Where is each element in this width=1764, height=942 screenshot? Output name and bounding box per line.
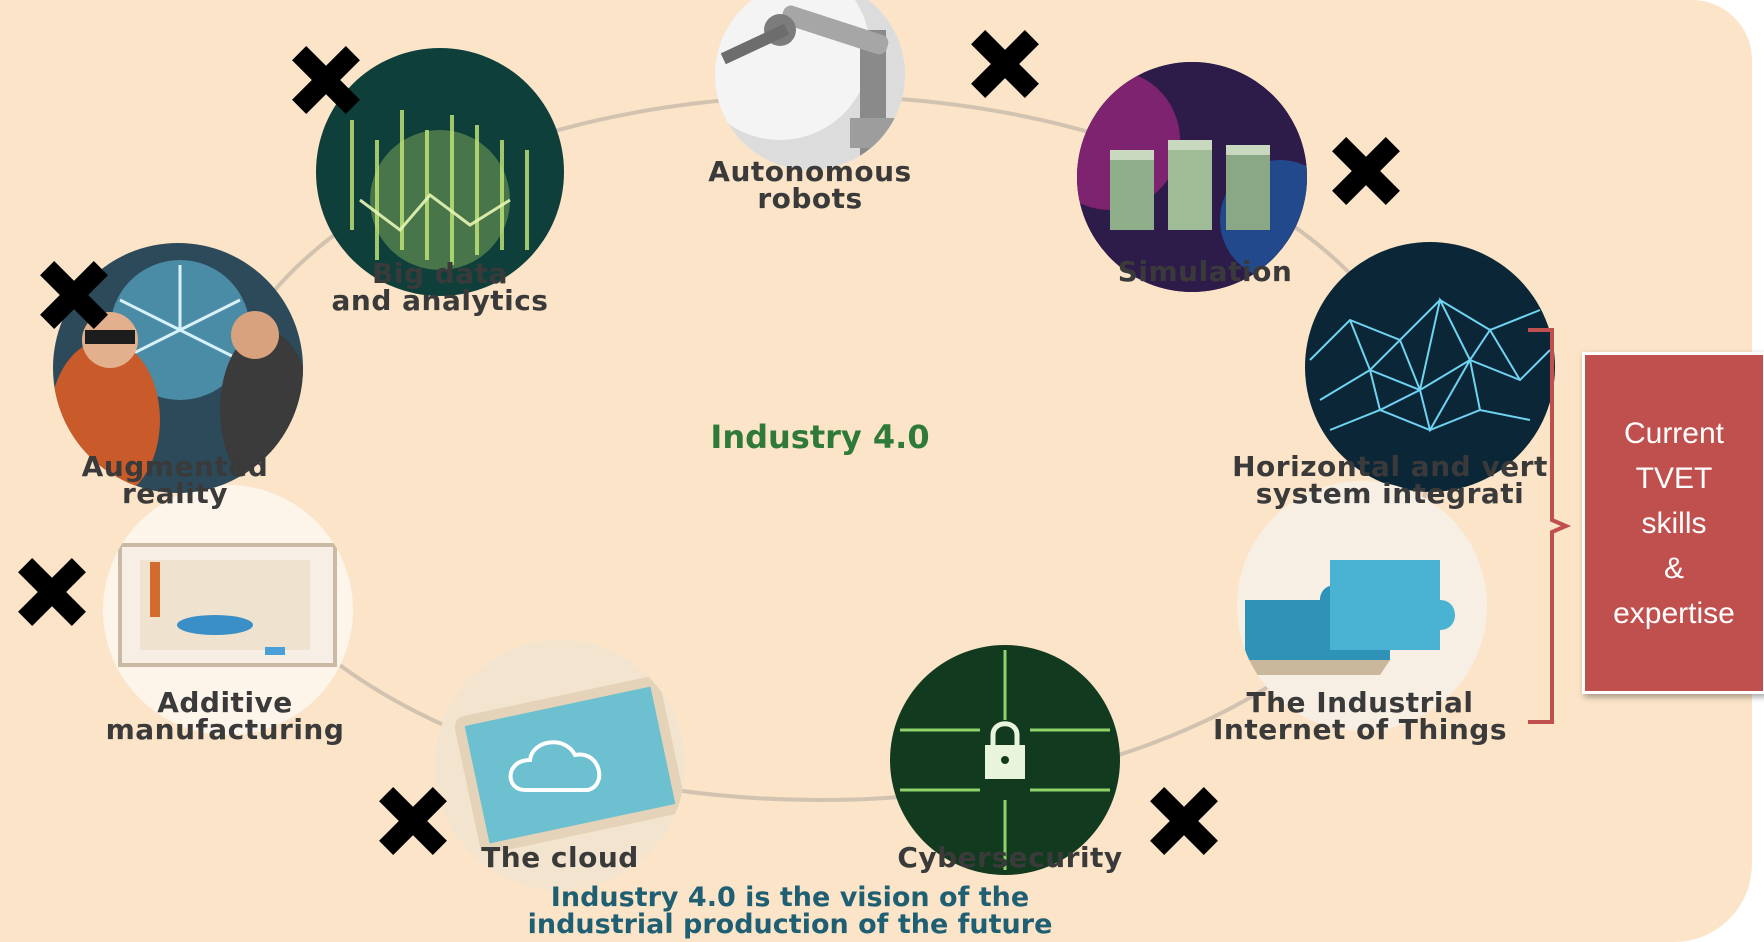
cross-marks xyxy=(18,30,1400,855)
cross-mark-icon xyxy=(1150,787,1218,855)
cybersecurity-node xyxy=(890,645,1120,875)
the-cloud-label: The cloud xyxy=(481,841,639,874)
additive-manufacturing-node xyxy=(103,485,353,735)
cross-mark-icon xyxy=(292,46,360,114)
autonomous-robots-label: Autonomous robots xyxy=(708,155,912,215)
server-racks-icon xyxy=(1077,62,1307,292)
puzzle-icon xyxy=(1240,560,1455,675)
footer-caption: Industry 4.0 is the vision of the indust… xyxy=(527,882,1053,940)
network-mesh-icon xyxy=(1309,297,1551,433)
center-title: Industry 4.0 xyxy=(710,418,930,456)
additive-manufacturing-label: Additive manufacturing xyxy=(105,686,345,746)
padlock-circuit-icon xyxy=(900,650,1110,870)
big-data-node xyxy=(316,48,564,296)
cross-mark-icon xyxy=(1332,137,1400,205)
3d-printer-icon xyxy=(118,543,337,667)
robot-arm-icon xyxy=(715,0,905,170)
tvet-callout-text: Current TVET skills & expertise xyxy=(1613,416,1735,630)
cross-mark-icon xyxy=(379,787,447,855)
autonomous-robots-node xyxy=(715,0,905,170)
cross-mark-icon xyxy=(971,30,1039,98)
big-data-label: Big data and analytics xyxy=(331,257,549,317)
cybersecurity-label: Cybersecurity xyxy=(897,841,1123,874)
industrial-iot-label: The Industrial Internet of Things xyxy=(1212,686,1508,746)
augmented-reality-label: Augmented reality xyxy=(81,450,269,510)
data-stream-icon xyxy=(350,110,529,270)
cross-mark-icon xyxy=(18,558,86,626)
the-cloud-node xyxy=(435,640,685,890)
tvet-bracket xyxy=(1528,328,1572,724)
cloud-icon xyxy=(454,676,685,854)
simulation-label: Simulation xyxy=(1117,255,1293,288)
system-integration-node xyxy=(1305,242,1555,492)
industrial-iot-node xyxy=(1237,481,1487,731)
system-integration-label: Horizontal and vert system integrati xyxy=(1232,450,1548,510)
cross-mark-icon xyxy=(40,261,108,329)
tvet-callout-box: Current TVET skills & expertise xyxy=(1582,352,1764,694)
simulation-node xyxy=(1077,62,1307,292)
